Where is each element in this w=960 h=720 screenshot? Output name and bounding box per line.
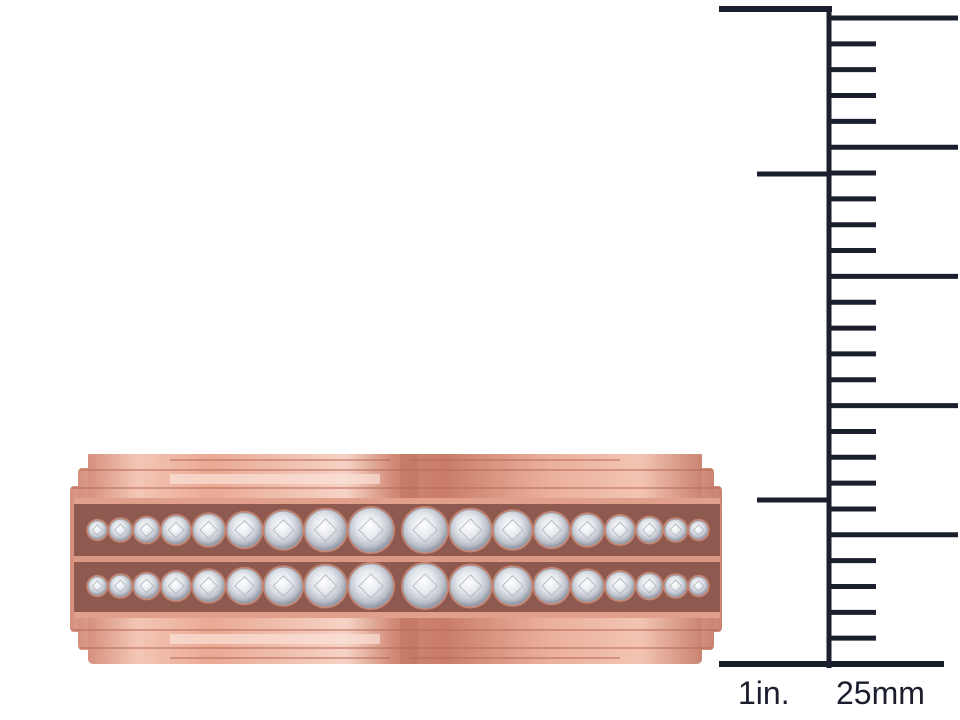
diamond-facet	[272, 575, 295, 597]
diamond	[664, 518, 687, 542]
diamond-facet	[669, 579, 683, 593]
diamond-facet	[234, 575, 255, 597]
diamond	[109, 518, 132, 542]
diamond-facet	[358, 573, 384, 599]
diamond	[264, 566, 303, 606]
diamond	[688, 576, 709, 596]
diamond-facet	[234, 519, 255, 541]
ring-highlight	[170, 474, 380, 484]
diamond-facet	[199, 576, 218, 596]
diamond-facet	[611, 577, 629, 595]
diamond-facet	[167, 577, 185, 595]
ring-tier-upper-step	[88, 454, 702, 474]
diamond-facet	[199, 520, 218, 540]
diamond	[636, 573, 663, 599]
diamond-facet	[642, 522, 657, 538]
diamond	[664, 574, 687, 598]
diamond-facet	[458, 518, 483, 542]
diamond-facet	[501, 519, 524, 541]
diamond	[109, 574, 132, 598]
diamond	[87, 520, 108, 540]
diamond-facet	[669, 523, 683, 537]
diamond	[402, 563, 448, 609]
diamond	[264, 510, 303, 550]
diamond-facet	[113, 579, 127, 593]
diamond-facet	[139, 578, 154, 594]
stone-channel-rail-top	[74, 498, 720, 504]
diamond	[348, 507, 394, 553]
diamond-facet	[272, 519, 295, 541]
diamond	[192, 514, 225, 547]
diamond	[304, 509, 347, 551]
diamond	[571, 570, 604, 603]
stone-channel-rail-bottom	[74, 612, 720, 618]
diamond-facet	[139, 522, 154, 538]
diamond	[161, 571, 191, 601]
diamond-facet	[458, 574, 483, 598]
diamond-facet	[541, 575, 562, 597]
diamond	[161, 515, 191, 545]
diamond-facet	[313, 574, 338, 598]
diamond-facet	[578, 520, 597, 540]
millimeter-label: 25mm	[836, 675, 925, 711]
inch-label: 1in.	[738, 675, 790, 711]
diamond	[192, 570, 225, 603]
diamond-facet	[541, 519, 562, 541]
diamond	[87, 576, 108, 596]
diamond-facet	[578, 576, 597, 596]
diamond-facet	[91, 524, 104, 536]
diamond-facet	[501, 575, 524, 597]
diamond	[449, 565, 492, 607]
diamond	[402, 507, 448, 553]
diamond-rows	[86, 506, 710, 610]
diamond	[348, 563, 394, 609]
diamond-facet	[692, 524, 705, 536]
diamond	[571, 514, 604, 547]
diamond	[605, 571, 635, 601]
diamond-facet	[412, 573, 438, 599]
diamond	[226, 568, 262, 604]
diamond	[636, 517, 663, 543]
diamond	[533, 568, 570, 604]
diamond-facet	[611, 521, 629, 539]
ring-grooves	[72, 459, 720, 659]
diamond	[605, 515, 635, 545]
diamond	[449, 509, 492, 551]
diamond-facet	[313, 518, 338, 542]
diamond	[133, 573, 160, 599]
ring-band	[70, 454, 722, 664]
diamond	[533, 512, 570, 548]
diamond	[226, 512, 262, 548]
stone-channel-rail-mid	[74, 556, 720, 562]
diamond-facet	[358, 517, 384, 543]
diamond-facet	[642, 578, 657, 594]
ring-highlight	[170, 634, 380, 644]
diamond-facet	[113, 523, 127, 537]
measurement-scale	[719, 6, 958, 668]
diamond-facet	[692, 580, 705, 592]
diamond	[304, 565, 347, 607]
diamond	[688, 520, 709, 540]
diamond-facet	[91, 580, 104, 592]
diamond	[493, 510, 532, 550]
diamond	[493, 566, 532, 606]
diamond	[133, 517, 160, 543]
diamond-facet	[412, 517, 438, 543]
diamond-facet	[167, 521, 185, 539]
